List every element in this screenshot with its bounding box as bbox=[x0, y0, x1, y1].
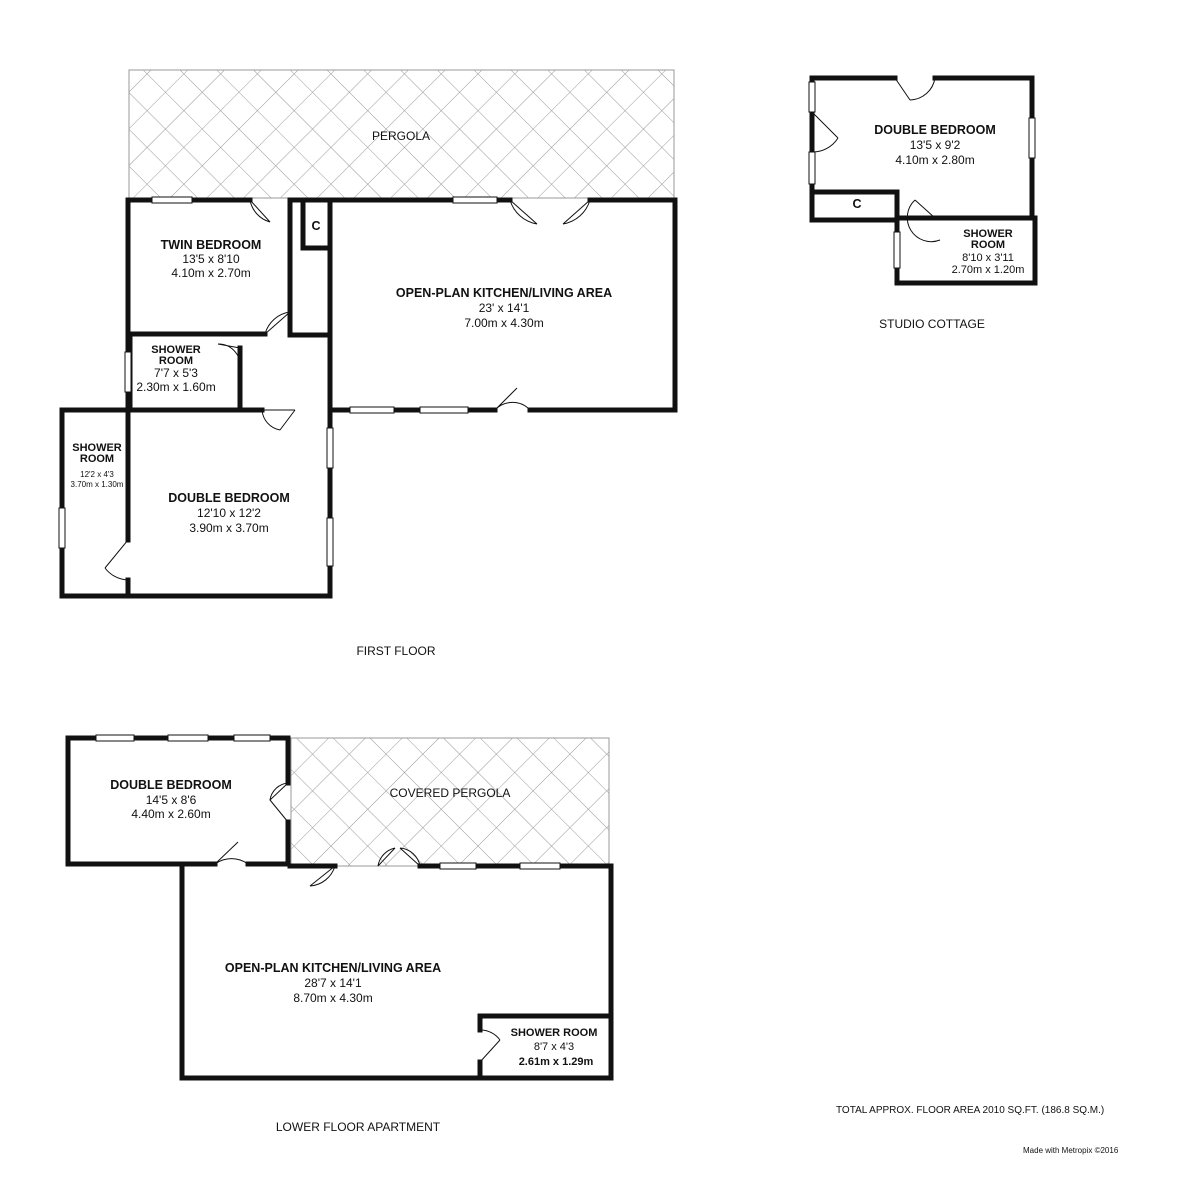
shower-room-b-name-1: SHOWER bbox=[72, 442, 122, 454]
studio-shower-metric: 2.70m x 1.20m bbox=[952, 264, 1025, 276]
total-area-text: TOTAL APPROX. FLOOR AREA 2010 SQ.FT. (18… bbox=[836, 1105, 1104, 1116]
lower-bedroom-imperial: 14'5 x 8'6 bbox=[146, 793, 197, 807]
pergola-label: PERGOLA bbox=[372, 129, 430, 143]
lower-shower-imperial: 8'7 x 4'3 bbox=[534, 1041, 574, 1053]
double-bedroom-name: DOUBLE BEDROOM bbox=[168, 491, 290, 505]
shower-room-a-imperial: 7'7 x 5'3 bbox=[154, 366, 198, 380]
lower-bedroom-name: DOUBLE BEDROOM bbox=[110, 778, 232, 792]
studio-cottage-label: STUDIO COTTAGE bbox=[879, 317, 985, 331]
credit-text: Made with Metropix ©2016 bbox=[1023, 1146, 1119, 1155]
cupboard-label: C bbox=[311, 219, 320, 233]
lower-floor-plan: COVERED PERGOLA DOUBLE BEDROOM 14'5 x 8'… bbox=[65, 734, 614, 1134]
shower-room-a-metric: 2.30m x 1.60m bbox=[136, 380, 215, 394]
twin-bedroom-name: TWIN BEDROOM bbox=[161, 238, 262, 252]
lower-bedroom-metric: 4.40m x 2.60m bbox=[131, 807, 210, 821]
studio-shower-name-2: ROOM bbox=[971, 239, 1005, 251]
studio-shower-name-1: SHOWER bbox=[963, 228, 1013, 240]
double-bedroom-metric: 3.90m x 3.70m bbox=[189, 521, 268, 535]
shower-room-a-name-2: ROOM bbox=[159, 355, 193, 367]
studio-bedroom-name: DOUBLE BEDROOM bbox=[874, 123, 996, 137]
lower-shower-name: SHOWER ROOM bbox=[511, 1027, 598, 1039]
kitchen-metric: 7.00m x 4.30m bbox=[464, 316, 543, 330]
studio-shower-imperial: 8'10 x 3'11 bbox=[962, 252, 1014, 264]
kitchen-imperial: 23' x 14'1 bbox=[479, 301, 530, 315]
lower-kitchen-imperial: 28'7 x 14'1 bbox=[304, 976, 362, 990]
shower-room-a-name-1: SHOWER bbox=[151, 344, 201, 356]
covered-pergola-label: COVERED PERGOLA bbox=[390, 786, 511, 800]
lower-shower-metric: 2.61m x 1.29m bbox=[519, 1056, 594, 1068]
studio-cottage-plan: C DOUBLE BEDROOM 13'5 x 9'2 4.10m x 2.80… bbox=[808, 75, 1038, 331]
covered-pergola-area bbox=[290, 737, 610, 867]
double-bedroom-imperial: 12'10 x 12'2 bbox=[197, 506, 261, 520]
first-floor-label: FIRST FLOOR bbox=[356, 644, 435, 658]
lower-kitchen-name: OPEN-PLAN KITCHEN/LIVING AREA bbox=[225, 961, 441, 975]
studio-cupboard-label: C bbox=[852, 197, 861, 211]
shower-room-b-name-2: ROOM bbox=[80, 453, 114, 465]
kitchen-name: OPEN-PLAN KITCHEN/LIVING AREA bbox=[396, 286, 612, 300]
pergola-area bbox=[128, 69, 675, 199]
twin-bedroom-imperial: 13'5 x 8'10 bbox=[182, 252, 240, 266]
twin-bedroom-metric: 4.10m x 2.70m bbox=[171, 266, 250, 280]
first-floor-plan: PERGOLA C TWIN BEDROOM 13'5 x 8'10 4.10m… bbox=[58, 69, 678, 658]
shower-room-b-imperial: 12'2 x 4'3 bbox=[80, 470, 114, 479]
shower-room-b-metric: 3.70m x 1.30m bbox=[71, 480, 124, 489]
lower-floor-label: LOWER FLOOR APARTMENT bbox=[276, 1120, 441, 1134]
studio-bedroom-imperial: 13'5 x 9'2 bbox=[910, 138, 961, 152]
lower-kitchen-metric: 8.70m x 4.30m bbox=[293, 991, 372, 1005]
studio-bedroom-metric: 4.10m x 2.80m bbox=[895, 153, 974, 167]
